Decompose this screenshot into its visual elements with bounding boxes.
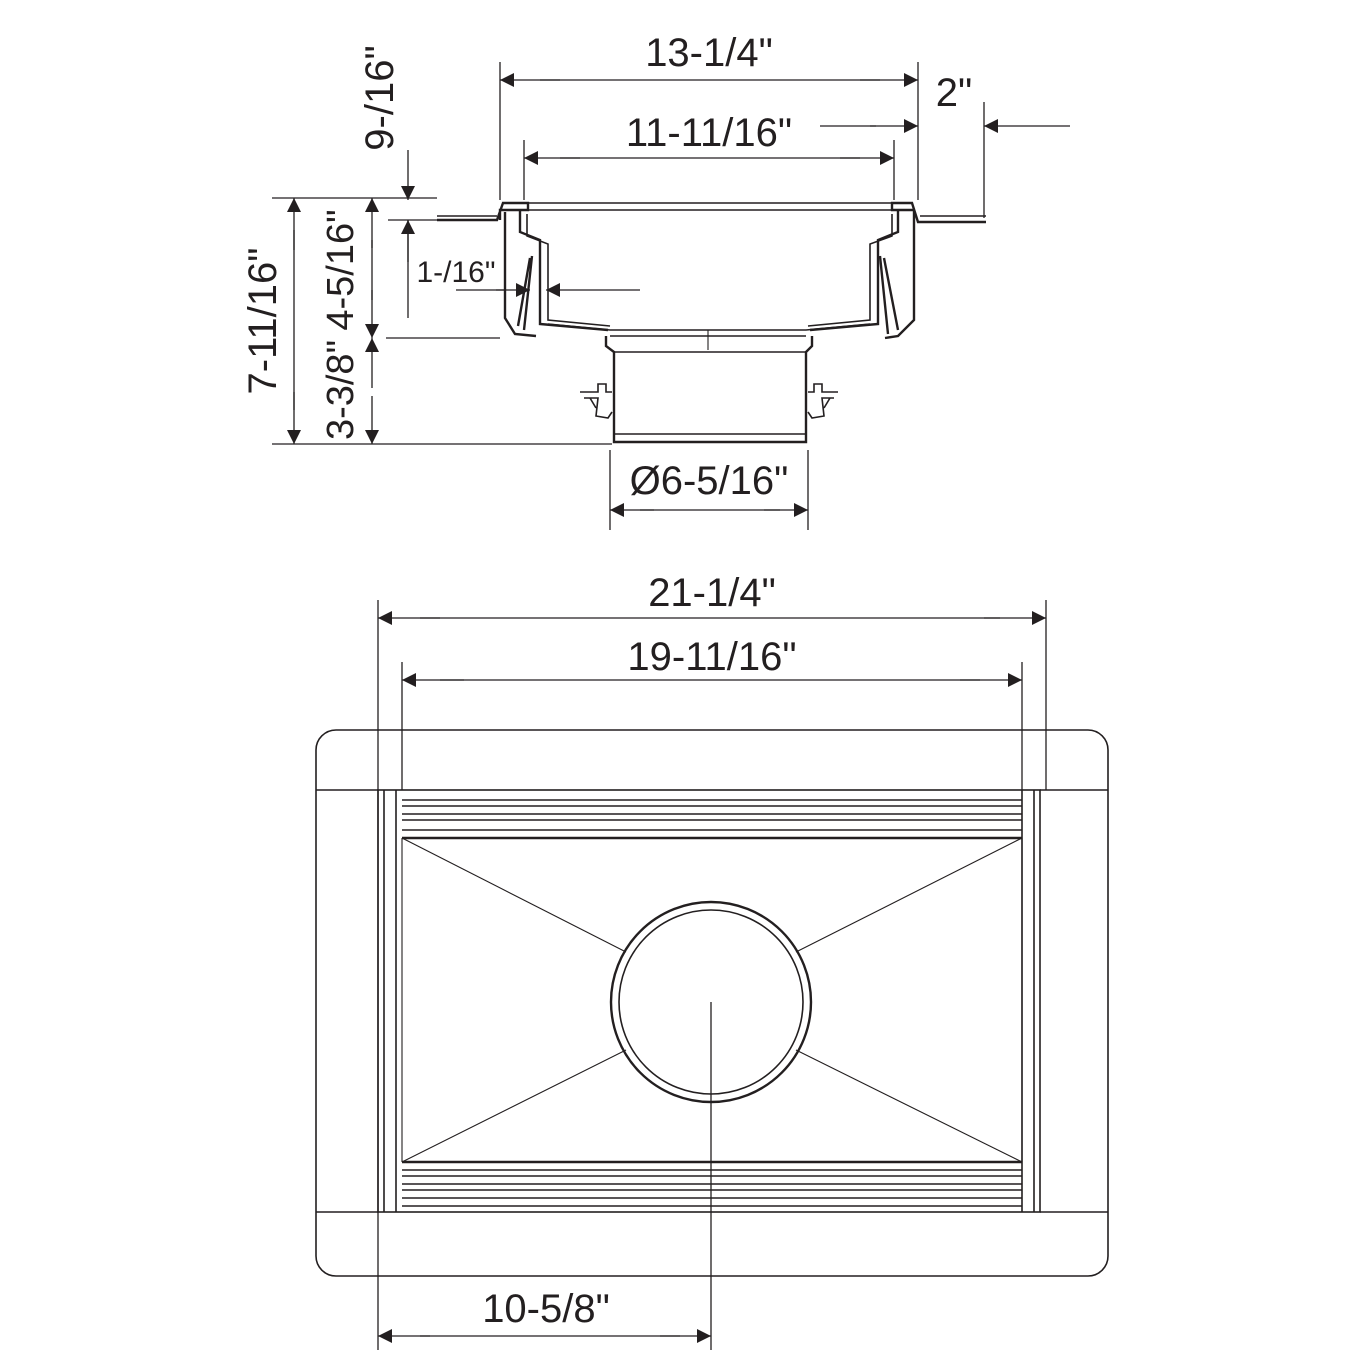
- top-outer-frame: [315, 729, 1109, 1277]
- label-inner-length: 19-11/16": [627, 635, 796, 679]
- top-rail-ridges-upper: [402, 799, 1022, 831]
- side-clamp-right: [807, 383, 838, 419]
- side-shell-right: [878, 222, 916, 340]
- top-ext-lines: [377, 600, 1047, 1350]
- label-outlet-offset: 10-5/8": [482, 1287, 610, 1331]
- label-inner-width: 11-11/16": [626, 111, 792, 155]
- label-body-height: 4-5/16": [320, 209, 362, 330]
- label-outlet-height: 3-3/8": [320, 340, 362, 440]
- top-channel-body: [377, 789, 1041, 1213]
- label-outlet-diameter: Ø6-5/16": [630, 459, 789, 503]
- top-view: 21-1/4" 19-11/16" 10-5/8": [315, 571, 1109, 1350]
- side-flange-left: [437, 201, 530, 222]
- side-grate-top: [524, 202, 898, 211]
- label-overall-length: 21-1/4": [648, 571, 776, 615]
- side-flange-right: [890, 201, 986, 224]
- top-side-rails: [383, 790, 1035, 1212]
- side-view: 13-1/4" 11-11/16" 2" Ø6-5/16" 1-/16" 7-1…: [241, 31, 1070, 530]
- side-body-left-wall: [518, 210, 609, 332]
- label-overall-width: 13-1/4": [645, 31, 773, 75]
- side-ext-lines: [272, 62, 1070, 530]
- side-outlet-inner: [614, 351, 806, 435]
- label-top-offset: 9-/16": [358, 45, 402, 150]
- top-rail-ridges-lower: [402, 1169, 1022, 1207]
- label-wall: 1-/16": [416, 256, 495, 289]
- label-flange: 2": [936, 71, 972, 115]
- top-frame-bands: [316, 789, 1108, 1213]
- label-overall-height: 7-11/16": [241, 248, 285, 395]
- side-body-left-inner: [526, 214, 611, 327]
- side-outlet-pipe: [604, 336, 814, 444]
- side-clamp-left: [580, 383, 613, 419]
- top-slope-lines: [401, 837, 1023, 1163]
- side-body-right-inner: [807, 214, 893, 327]
